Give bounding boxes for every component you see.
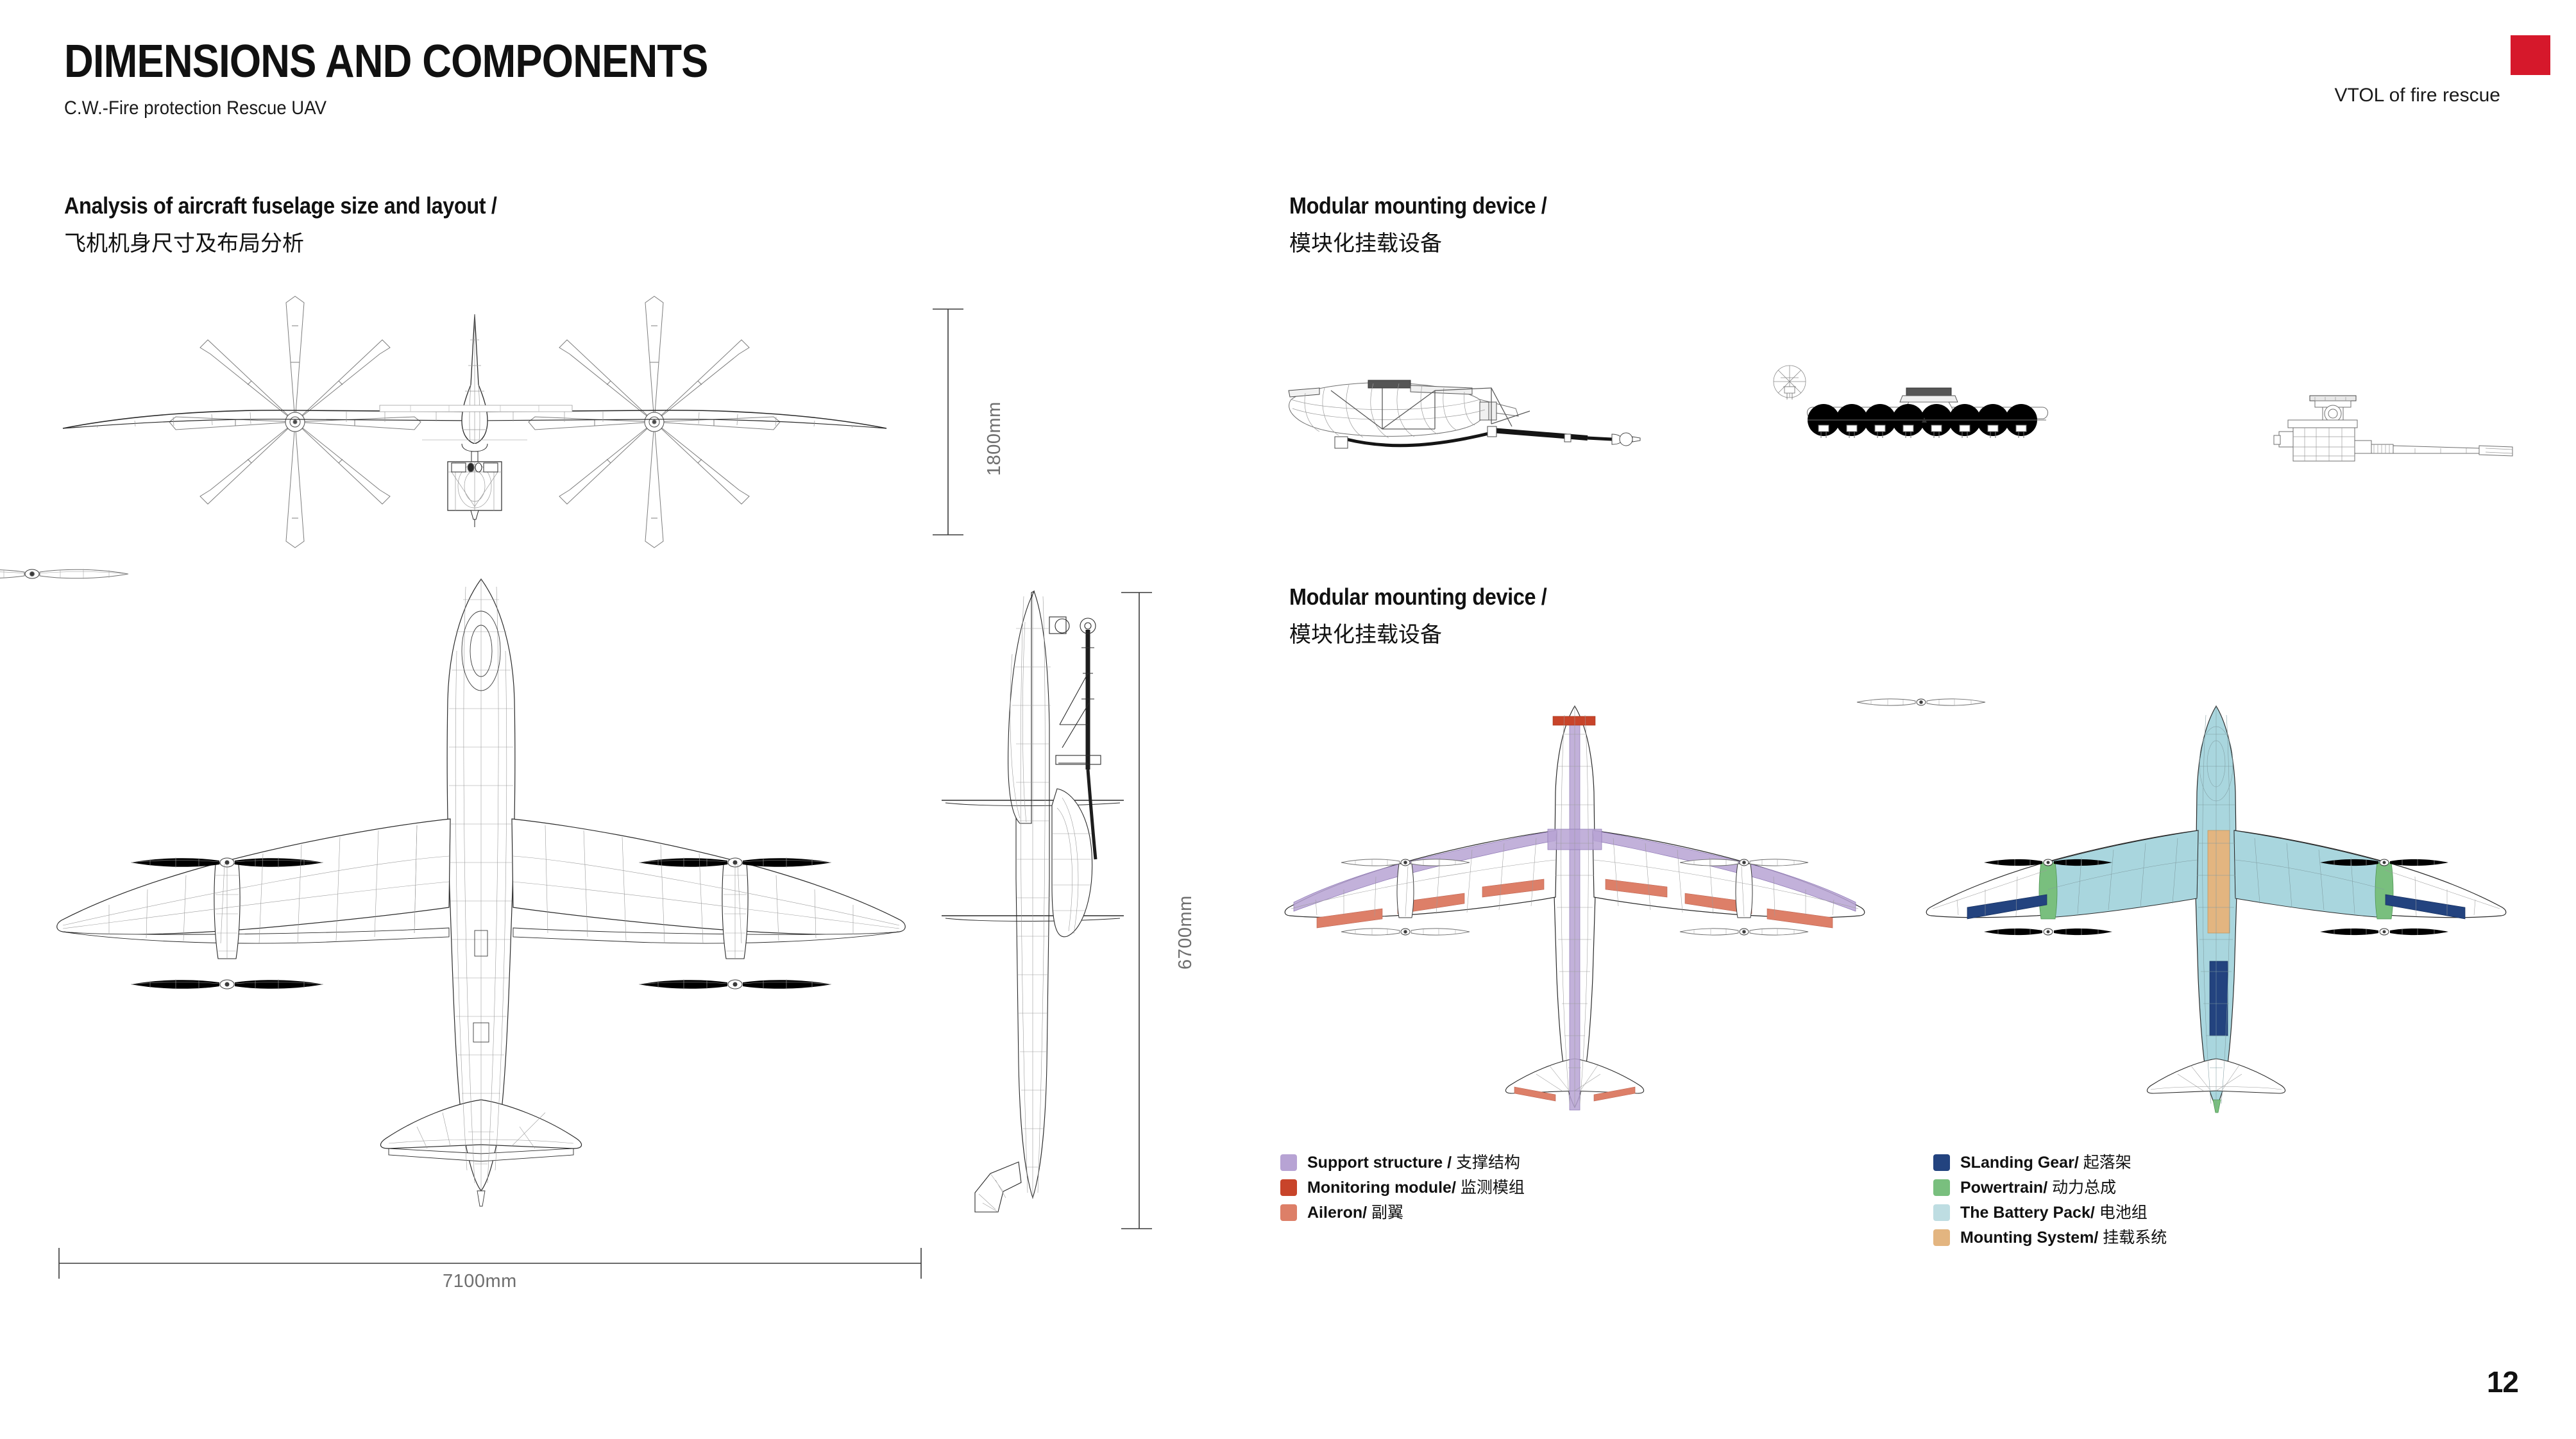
legend-item: SLanding Gear/ 起落架 [1933, 1154, 2167, 1171]
component-diagram-structure [1280, 702, 1870, 1113]
legend-swatch-battery-pack [1933, 1204, 1950, 1221]
legend-item: Support structure / 支撑结构 [1280, 1154, 1525, 1171]
top-plan-view-wireframe [0, 569, 930, 1228]
legend-item: Aileron/ 副翼 [1280, 1204, 1525, 1221]
legend-item: Mounting System/ 挂载系统 [1933, 1229, 2167, 1246]
section-heading-modules-top-en: Modular mounting device / [1289, 192, 1547, 219]
section-heading-fuselage: Analysis of aircraft fuselage size and l… [64, 192, 545, 257]
side-view-wireframe [936, 577, 1129, 1225]
legend-label-support-structure: Support structure / 支撑结构 [1307, 1153, 1520, 1172]
dimension-length-label: 6700mm [1175, 895, 1196, 970]
legend-swatch-support-structure [1280, 1154, 1297, 1171]
dimension-height [929, 307, 967, 537]
legend-structure: Support structure / 支撑结构 Monitoring modu… [1280, 1154, 1525, 1221]
legend-label-powertrain: Powertrain/ 动力总成 [1960, 1178, 2117, 1197]
legend-item: The Battery Pack/ 电池组 [1933, 1204, 2167, 1221]
legend-systems: SLanding Gear/ 起落架 Powertrain/ 动力总成 The … [1933, 1154, 2167, 1246]
legend-swatch-landing-gear [1933, 1154, 1950, 1171]
section-heading-modules-top: Modular mounting device / 模块化挂载设备 [1289, 192, 1575, 257]
legend-label-battery-pack: The Battery Pack/ 电池组 [1960, 1203, 2148, 1222]
section-heading-modules-top-cn: 模块化挂载设备 [1289, 231, 1442, 257]
front-view-wireframe [51, 296, 898, 548]
dimension-length [1117, 590, 1156, 1231]
legend-label-landing-gear: SLanding Gear/ 起落架 [1960, 1153, 2131, 1172]
legend-swatch-monitoring-module [1280, 1179, 1297, 1196]
legend-label-monitoring-module: Monitoring module/ 监测模组 [1307, 1178, 1525, 1197]
module-water-tank-wireframe [1280, 362, 1677, 478]
legend-item: Monitoring module/ 监测模组 [1280, 1179, 1525, 1196]
module-gimbal-wireframe [2261, 382, 2530, 465]
legend-swatch-aileron [1280, 1204, 1297, 1221]
legend-label-aileron: Aileron/ 副翼 [1307, 1203, 1404, 1222]
legend-item: Powertrain/ 动力总成 [1933, 1179, 2167, 1196]
red-corner-mark [2511, 35, 2550, 75]
section-heading-modules-bottom-en: Modular mounting device / [1289, 584, 1547, 610]
section-heading-modules-bottom: Modular mounting device / 模块化挂载设备 [1289, 584, 1575, 648]
page-subtitle: C.W.-Fire protection Rescue UAV [64, 97, 327, 119]
dimension-span [56, 1244, 924, 1283]
section-heading-fuselage-en: Analysis of aircraft fuselage size and l… [64, 192, 497, 219]
page-number: 12 [2486, 1365, 2519, 1399]
legend-swatch-powertrain [1933, 1179, 1950, 1196]
page-title: DIMENSIONS AND COMPONENTS [64, 36, 708, 87]
section-heading-modules-bottom-cn: 模块化挂载设备 [1289, 622, 1442, 648]
legend-swatch-mounting-system [1933, 1229, 1950, 1246]
component-diagram-systems [1856, 698, 2511, 1113]
section-heading-fuselage-cn: 飞机机身尺寸及布局分析 [64, 231, 304, 257]
dimension-height-label: 1800mm [984, 401, 1004, 476]
dimension-span-label: 7100mm [443, 1271, 517, 1292]
document-tagline: VTOL of fire rescue [2334, 85, 2500, 106]
legend-label-mounting-system: Mounting System/ 挂载系统 [1960, 1228, 2167, 1247]
module-dispenser-wireframe [1773, 365, 2065, 465]
